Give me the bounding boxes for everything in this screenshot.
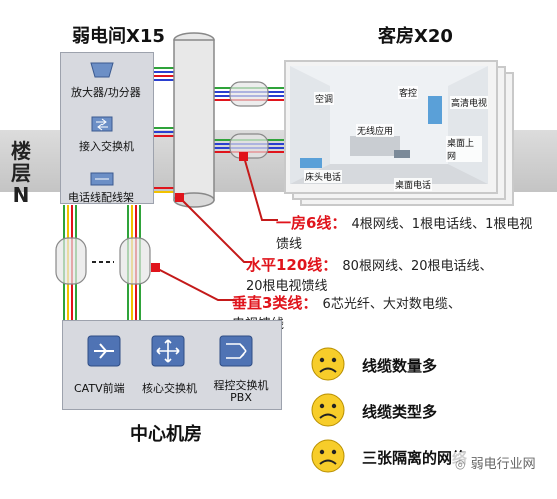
patch-panel-icon (90, 172, 114, 186)
label-room-control: 客控 (398, 86, 419, 99)
cable-bundle-middle (150, 127, 300, 153)
access-switch-icon (91, 116, 113, 132)
annotation-vertical-title: 垂直3类线： (232, 294, 318, 312)
problem-cable-types: 线缆类型多 (362, 403, 438, 421)
device-core-switch-label: 核心交换机 (142, 382, 197, 395)
label-hd-tv: 高清电视 (450, 96, 488, 109)
device-access-switch-label: 接入交换机 (79, 140, 134, 153)
annotation-horizontal-title: 水平120线： (246, 256, 338, 274)
weak-room-title: 弱电间X15 (72, 26, 165, 47)
vertical-sleeve-left (55, 237, 87, 285)
catv-headend-icon (87, 335, 121, 367)
annotation-horizontal: 水平120线： 80根网线、20根电话线、20根电视馈线 (246, 254, 508, 294)
device-phone-patch-label: 电话线配线架 (68, 191, 134, 204)
problem-cable-count: 线缆数量多 (362, 357, 438, 375)
amplifier-icon (90, 62, 114, 78)
annotation-horizontal-desc: 80根网线、20根电话线、20根电视馈线 (246, 259, 493, 294)
wechat-icon: ◎ (455, 457, 466, 471)
label-desk-internet: 桌面上网 (446, 136, 482, 162)
sleeve-middle (229, 133, 269, 159)
device-catv-label: CATV前端 (74, 382, 125, 395)
cable-bundle-top (150, 67, 300, 101)
annotation-per-room: 一房6线： 4根网线、1根电话线、1根电视馈线 (276, 212, 538, 252)
sad-face-icon (311, 347, 345, 381)
label-wireless: 无线应用 (356, 124, 395, 137)
annotation-per-room-desc: 4根网线、1根电话线、1根电视馈线 (276, 217, 533, 252)
problem-isolated-networks: 三张隔离的网络 (362, 449, 468, 467)
floor-label: 楼层 N (11, 139, 31, 207)
label-ac: 空调 (314, 92, 335, 105)
annotation-pointers (151, 152, 278, 301)
label-bedside-phone: 床头电话 (304, 170, 343, 183)
sad-face-icon (311, 439, 345, 473)
vertical-sleeve-right (119, 237, 151, 285)
tv-screen (428, 96, 442, 124)
pbx-icon (219, 335, 253, 367)
device-amplifier-label: 放大器/功分器 (71, 86, 141, 99)
sad-face-icon (311, 393, 345, 427)
label-desk-phone: 桌面电话 (394, 178, 433, 191)
center-room-title: 中心机房 (130, 424, 202, 445)
guest-room-title: 客房X20 (378, 26, 453, 47)
annotation-per-room-title: 一房6线： (276, 214, 347, 232)
sleeve-top (229, 81, 269, 107)
riser-tube (173, 39, 215, 201)
watermark: ◎ 弱电行业网 (452, 452, 539, 473)
device-pbx-label: 程控交换机 PBX (213, 379, 269, 404)
core-switch-icon (151, 335, 185, 367)
